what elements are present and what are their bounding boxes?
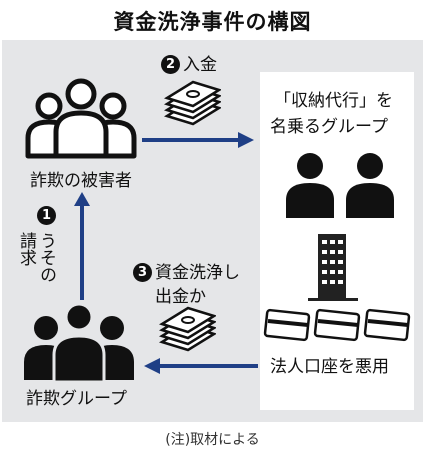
diagram-title: 資金洗浄事件の構図: [113, 10, 312, 34]
arrow-up-to-victims: [74, 192, 90, 300]
victims-people-icon: [25, 78, 137, 159]
step3-text-line1: 資金洗浄し: [155, 263, 240, 283]
agency-label-line1: 「収納代行」を: [274, 91, 393, 111]
agency-people-icon: [286, 153, 394, 218]
corp-account-label: 法人口座を悪用: [270, 357, 389, 377]
step1-number: 1: [37, 206, 56, 225]
step1-line2: 請求: [16, 232, 36, 266]
footnote: (注)取材による: [165, 432, 260, 448]
fraud-group-people-icon: [24, 302, 134, 382]
step2-number: 2: [161, 55, 180, 74]
fraud-group-label: 詐欺グループ: [26, 389, 127, 409]
agency-label-line2: 名乗るグループ: [270, 117, 388, 137]
step3-text-line2: 出金か: [155, 287, 206, 307]
money-stack-icon-top: [163, 80, 221, 126]
bank-cards-icon: [263, 308, 411, 342]
step3-number: 3: [133, 263, 152, 282]
arrow-to-agency: [142, 132, 254, 148]
step1-line1: うその: [36, 232, 56, 283]
building-icon: [308, 234, 358, 301]
victims-label: 詐欺の被害者: [30, 171, 132, 191]
arrow-to-fraud-group: [144, 358, 258, 374]
step2-text: 入金: [183, 55, 217, 75]
money-stack-icon-bottom: [158, 306, 216, 352]
